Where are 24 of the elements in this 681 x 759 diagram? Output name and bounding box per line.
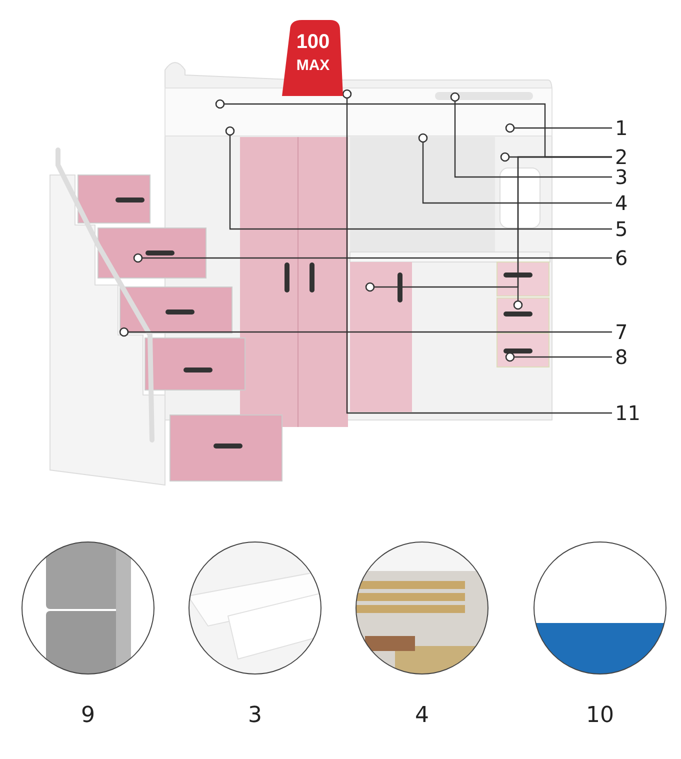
leader-line: [342, 89, 612, 414]
callout-number: 2: [615, 146, 628, 168]
leader-line: [505, 352, 612, 362]
leader-line: [418, 133, 612, 204]
callout-number: 7: [615, 321, 628, 343]
callout-number: 1: [615, 117, 628, 139]
weight-caption: MAX: [295, 58, 331, 73]
callout-number: 5: [615, 218, 628, 240]
leader-line: [505, 123, 612, 133]
callout-number: 6: [615, 247, 628, 269]
callout-number: 3: [247, 703, 263, 728]
callout-number: 9: [80, 703, 96, 728]
callout-number: 4: [414, 703, 430, 728]
callout-number: 8: [615, 346, 628, 368]
leader-line: [225, 126, 612, 230]
leader-line: [133, 253, 612, 263]
callout-number: 10: [585, 703, 615, 728]
leader-line: [119, 327, 612, 337]
callout-number: 11: [615, 402, 640, 424]
callout-number: 3: [615, 166, 628, 188]
leader-line: [450, 92, 612, 178]
weight-number: 100: [295, 32, 331, 52]
leader-line: [513, 156, 612, 310]
callout-number: 4: [615, 192, 628, 214]
